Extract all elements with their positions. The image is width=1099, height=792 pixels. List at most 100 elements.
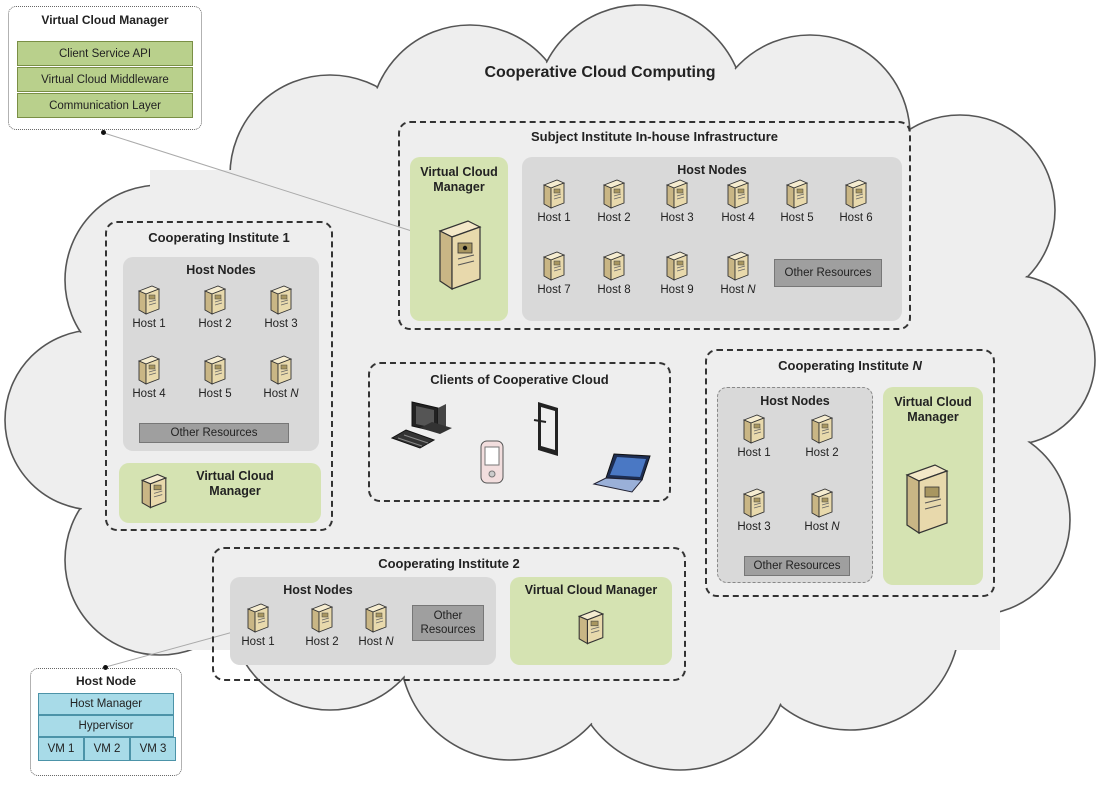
server-icon: [786, 179, 808, 209]
clients-panel: Clients of Cooperative Cloud: [368, 362, 671, 502]
server-icon: [270, 285, 292, 315]
institute-1-vcm-label: Virtual Cloud Manager: [196, 469, 274, 498]
cooperating-institute-n-panel: Cooperating Institute N Host Nodes Host …: [705, 349, 995, 597]
host-node: Host 1: [732, 414, 776, 459]
subject-vcm-label: Virtual Cloud Manager: [420, 165, 498, 194]
host-nodes-title: Host Nodes: [283, 583, 353, 597]
host-node: Host N: [716, 251, 760, 296]
institute-1-vcm-panel: Virtual Cloud Manager: [119, 463, 321, 523]
legend-host-node: Host Node Host Manager Hypervisor VM 1 V…: [30, 668, 182, 776]
server-tower-icon: [905, 463, 949, 540]
institute-n-vcm-panel: Virtual Cloud Manager: [883, 387, 983, 585]
server-icon: [603, 179, 625, 209]
host-node: Host 2: [300, 603, 344, 648]
host-node: Host 5: [775, 179, 819, 224]
other-resources: Other Resources: [744, 556, 850, 576]
cooperating-institute-2-panel: Cooperating Institute 2 Host Nodes Host …: [212, 547, 686, 681]
institute-2-title: Cooperating Institute 2: [378, 556, 520, 571]
legend-vcm-title: Virtual Cloud Manager: [41, 13, 169, 27]
server-icon: [138, 285, 160, 315]
host-node: Host 1: [532, 179, 576, 224]
subject-vcm-panel: Virtual Cloud Manager: [410, 157, 508, 321]
host-node: Host 1: [127, 285, 171, 330]
host-node: Host 2: [592, 179, 636, 224]
other-resources: Other Resources: [412, 605, 484, 641]
host-node: Host 7: [532, 251, 576, 296]
cooperating-institute-1-panel: Cooperating Institute 1 Host Nodes Host …: [105, 221, 333, 531]
server-icon: [743, 488, 765, 518]
server-icon: [603, 251, 625, 281]
host-node: Host 2: [193, 285, 237, 330]
tablet-device-icon: [533, 402, 558, 456]
host-node: Host 9: [655, 251, 699, 296]
host-node: Host N: [259, 355, 303, 400]
legend-vm-1: VM 1: [38, 737, 84, 761]
legend-host-node-title: Host Node: [76, 674, 136, 688]
server-icon: [311, 603, 333, 633]
subject-host-nodes-panel: Host Nodes Host 1 Host 2 Host 3 Host 4 H…: [522, 157, 902, 321]
other-resources: Other Resources: [774, 259, 882, 287]
server-tower-icon: [438, 219, 482, 296]
legend-layer-communication: Communication Layer: [17, 93, 193, 118]
institute-2-vcm-label: Virtual Cloud Manager: [524, 583, 658, 597]
server-tower-icon: [577, 607, 605, 652]
server-icon: [845, 179, 867, 209]
institute-2-vcm-panel: Virtual Cloud Manager: [510, 577, 672, 665]
host-nodes-title: Host Nodes: [186, 263, 256, 277]
institute-n-host-nodes-panel: Host Nodes Host 1 Host 2 Host 3 Host N O…: [717, 387, 873, 583]
desktop-computer-icon: [390, 401, 452, 449]
server-icon: [811, 488, 833, 518]
legend-vm-3: VM 3: [130, 737, 176, 761]
institute-1-host-nodes-panel: Host Nodes Host 1 Host 2 Host 3 Host 4 H…: [123, 257, 319, 451]
server-icon: [204, 355, 226, 385]
host-node: Host 6: [834, 179, 878, 224]
laptop-computer-icon: [592, 453, 651, 493]
server-icon: [727, 251, 749, 281]
server-icon: [743, 414, 765, 444]
other-resources: Other Resources: [139, 423, 289, 443]
host-node: Host 3: [732, 488, 776, 533]
server-tower-icon: [140, 472, 168, 515]
server-icon: [270, 355, 292, 385]
server-icon: [727, 179, 749, 209]
host-node: Host 3: [655, 179, 699, 224]
host-node: Host 8: [592, 251, 636, 296]
host-node: Host 4: [716, 179, 760, 224]
host-node: Host 1: [236, 603, 280, 648]
subject-institute-title: Subject Institute In-house Infrastructur…: [530, 129, 779, 144]
host-node: Host 3: [259, 285, 303, 330]
host-node: Host 4: [127, 355, 171, 400]
server-icon: [543, 251, 565, 281]
server-icon: [204, 285, 226, 315]
legend-host-connector-dot: [103, 665, 108, 670]
host-node: Host N: [800, 488, 844, 533]
institute-1-title: Cooperating Institute 1: [148, 230, 290, 245]
host-nodes-title: Host Nodes: [760, 394, 830, 408]
legend-vm-2: VM 2: [84, 737, 130, 761]
institute-n-vcm-label: Virtual Cloud Manager: [894, 395, 972, 424]
server-icon: [543, 179, 565, 209]
diagram-title: Cooperative Cloud Computing: [484, 64, 716, 81]
server-icon: [666, 179, 688, 209]
legend-hypervisor: Hypervisor: [38, 715, 174, 737]
legend-vcm-connector-dot: [101, 130, 106, 135]
subject-institute-panel: Subject Institute In-house Infrastructur…: [398, 121, 911, 330]
institute-n-title: Cooperating Institute N: [778, 358, 922, 373]
server-icon: [140, 473, 168, 509]
institute-2-host-nodes-panel: Host Nodes Host 1 Host 2 Host N Other Re…: [230, 577, 496, 665]
server-icon: [666, 251, 688, 281]
legend-virtual-cloud-manager: Virtual Cloud Manager Client Service API…: [8, 6, 202, 130]
clients-title: Clients of Cooperative Cloud: [430, 372, 609, 387]
server-icon: [365, 603, 387, 633]
server-icon: [138, 355, 160, 385]
host-node: Host 5: [193, 355, 237, 400]
server-icon: [247, 603, 269, 633]
server-icon: [811, 414, 833, 444]
host-nodes-title: Host Nodes: [677, 163, 747, 177]
legend-layer-client-service-api: Client Service API: [17, 41, 193, 66]
legend-layer-middleware: Virtual Cloud Middleware: [17, 67, 193, 92]
legend-host-manager: Host Manager: [38, 693, 174, 715]
host-node: Host 2: [800, 414, 844, 459]
host-node: Host N: [354, 603, 398, 648]
server-icon: [577, 609, 605, 645]
